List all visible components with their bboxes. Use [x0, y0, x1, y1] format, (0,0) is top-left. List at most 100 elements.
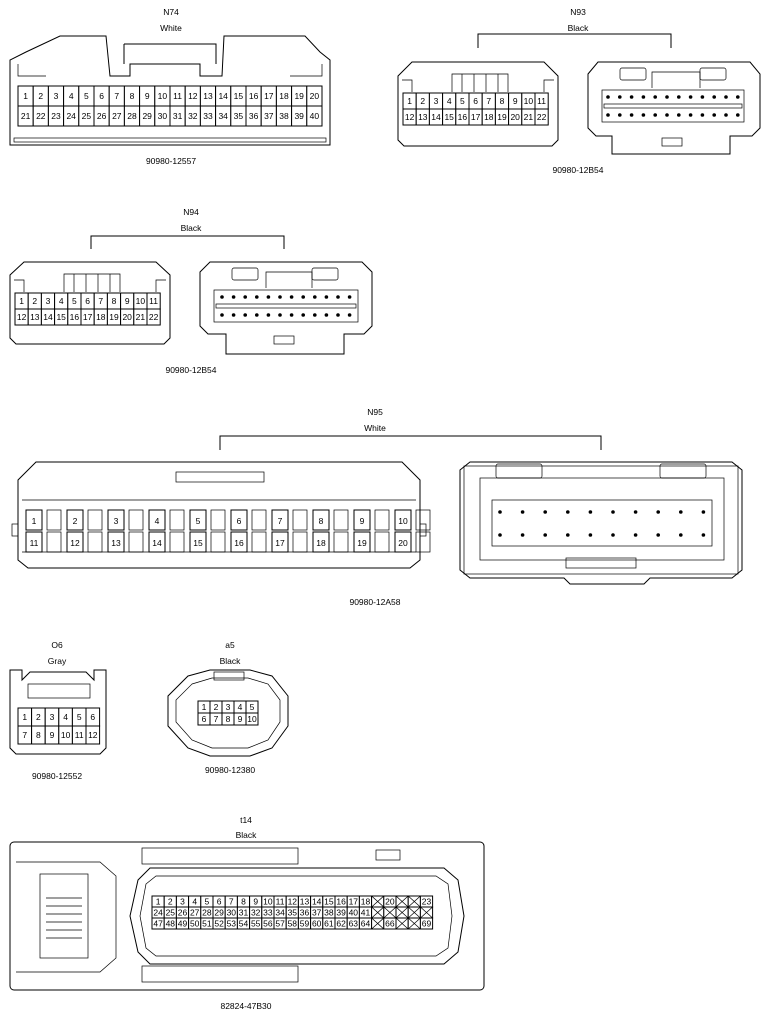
n94-pin-number: 16: [70, 312, 80, 322]
n93-pin-number: 14: [431, 112, 441, 122]
n95-housing-back: [459, 461, 743, 585]
n74-pin-number: 38: [279, 111, 289, 121]
a5-pin-number: 10: [247, 714, 257, 724]
n74-pin-number: 2: [38, 91, 43, 101]
a5-pin-number: 3: [226, 702, 231, 712]
t14-empty-cavity: [395, 917, 409, 930]
n74-pin-number: 28: [127, 111, 137, 121]
n93-pin-dot: [688, 113, 693, 117]
n93-pin-number: 15: [444, 112, 454, 122]
n94-pin-number: 9: [125, 296, 130, 306]
o6-pin-cell: [85, 725, 101, 745]
n94-back-latch: [265, 271, 313, 288]
n74-pin-number: 24: [66, 111, 76, 121]
n95-blank-cavity: [210, 531, 226, 553]
n94-pin-dot: [231, 313, 236, 317]
n74-pin-number: 30: [158, 111, 168, 121]
n93-pin-dot: [724, 95, 728, 99]
n74-color: White: [160, 23, 182, 33]
n74-pin-number: 22: [36, 111, 46, 121]
n93-pin-number: 22: [537, 112, 547, 122]
n74-rail: [17, 64, 323, 77]
n94-pin-dot: [301, 313, 306, 317]
t14-pin-number: 50: [190, 919, 200, 929]
n94-pin-dot: [243, 295, 247, 299]
n93-pin-number: 16: [458, 112, 468, 122]
n93-pin-number: 8: [500, 96, 505, 106]
n93-back-divider: [603, 103, 743, 109]
n94-back-cavity: [213, 289, 359, 323]
t14-pin-number: 57: [275, 919, 285, 929]
t14-pin-number: 36: [300, 908, 310, 918]
n74-pin-number: 40: [310, 111, 320, 121]
n95-pin-dot: [543, 533, 547, 537]
n93-back-tab-left: [619, 67, 647, 81]
t14-pin-number: 6: [217, 897, 222, 907]
n93-pin-number: 7: [486, 96, 491, 106]
t14-pin-number: 15: [324, 897, 334, 907]
n94-pin-number: 3: [46, 296, 51, 306]
n94-pin-number: 15: [56, 312, 66, 322]
n93-pin-cell: [534, 108, 549, 126]
t14-pin-number: 13: [300, 897, 310, 907]
n95-blank-cavity: [87, 531, 103, 553]
n93-pin-dot: [641, 113, 646, 117]
n93-pin-number: 10: [524, 96, 534, 106]
t14-pin-number: 7: [229, 897, 234, 907]
n95-pin-cell: [230, 509, 248, 531]
t14-pin-number: 38: [324, 908, 334, 918]
n95-part-number: 90980-12A58: [349, 597, 400, 607]
n74-pin-number: 16: [249, 91, 259, 101]
n95-blank-cavity: [46, 531, 62, 553]
a5-pin-number: 2: [214, 702, 219, 712]
n95-pin-number: 2: [73, 516, 78, 526]
n94-housing-back: [199, 261, 373, 355]
n93-code: N93: [570, 7, 586, 17]
n95-pin-cell: [107, 509, 125, 531]
n95-pin-cell: [189, 509, 207, 531]
n95-pin-number: 11: [30, 538, 39, 548]
n74-housing: [9, 35, 331, 146]
t14-pin-number: 26: [178, 908, 188, 918]
n93-pin-dot: [641, 95, 646, 99]
a5-pin-number: 7: [214, 714, 219, 724]
o6-color: Gray: [48, 656, 67, 666]
n74-pin-number: 21: [21, 111, 31, 121]
t14-pin-number: 39: [336, 908, 346, 918]
n93-pin-number: 5: [460, 96, 465, 106]
n94-pin-dot: [313, 313, 317, 317]
n95-pin-dot: [656, 510, 660, 514]
a5-pin-number: 9: [238, 714, 243, 724]
n93-pin-number: 1: [407, 96, 412, 106]
a5-pin-number: 1: [202, 702, 207, 712]
n95-side-left: [11, 523, 19, 537]
n95-back-pin-dots: [498, 510, 706, 537]
a5-latch: [213, 671, 245, 681]
n93-back-cavity: [601, 89, 745, 123]
n94-pin-number: 20: [122, 312, 132, 322]
n95-blank-cavity: [251, 531, 267, 553]
n74-pin-number: 15: [234, 91, 244, 101]
t14-code: t14: [240, 815, 252, 825]
n93-housing-back: [587, 61, 761, 155]
n95-pin-number: 17: [275, 538, 285, 548]
n93-pin-number: 11: [537, 96, 546, 106]
n74-pin-number: 3: [54, 91, 59, 101]
n93-back-tab-right: [699, 67, 727, 81]
n95-pin-dot: [656, 533, 660, 537]
a5-pin-cell: [245, 712, 259, 726]
t14-pin-number: 52: [214, 919, 224, 929]
n95-pin-number: 18: [316, 538, 326, 548]
n95-pin-number: 20: [398, 538, 408, 548]
n94-pin-number: 17: [83, 312, 93, 322]
o6-pin-number: 10: [61, 730, 71, 740]
n94-pin-dot: [347, 313, 352, 317]
n93-pin-dot: [606, 113, 610, 117]
t14-pin-number: 61: [324, 919, 334, 929]
t14-pin-number: 63: [349, 919, 359, 929]
n95-pin-dot: [520, 533, 525, 537]
n93-pin-dot: [665, 95, 669, 99]
